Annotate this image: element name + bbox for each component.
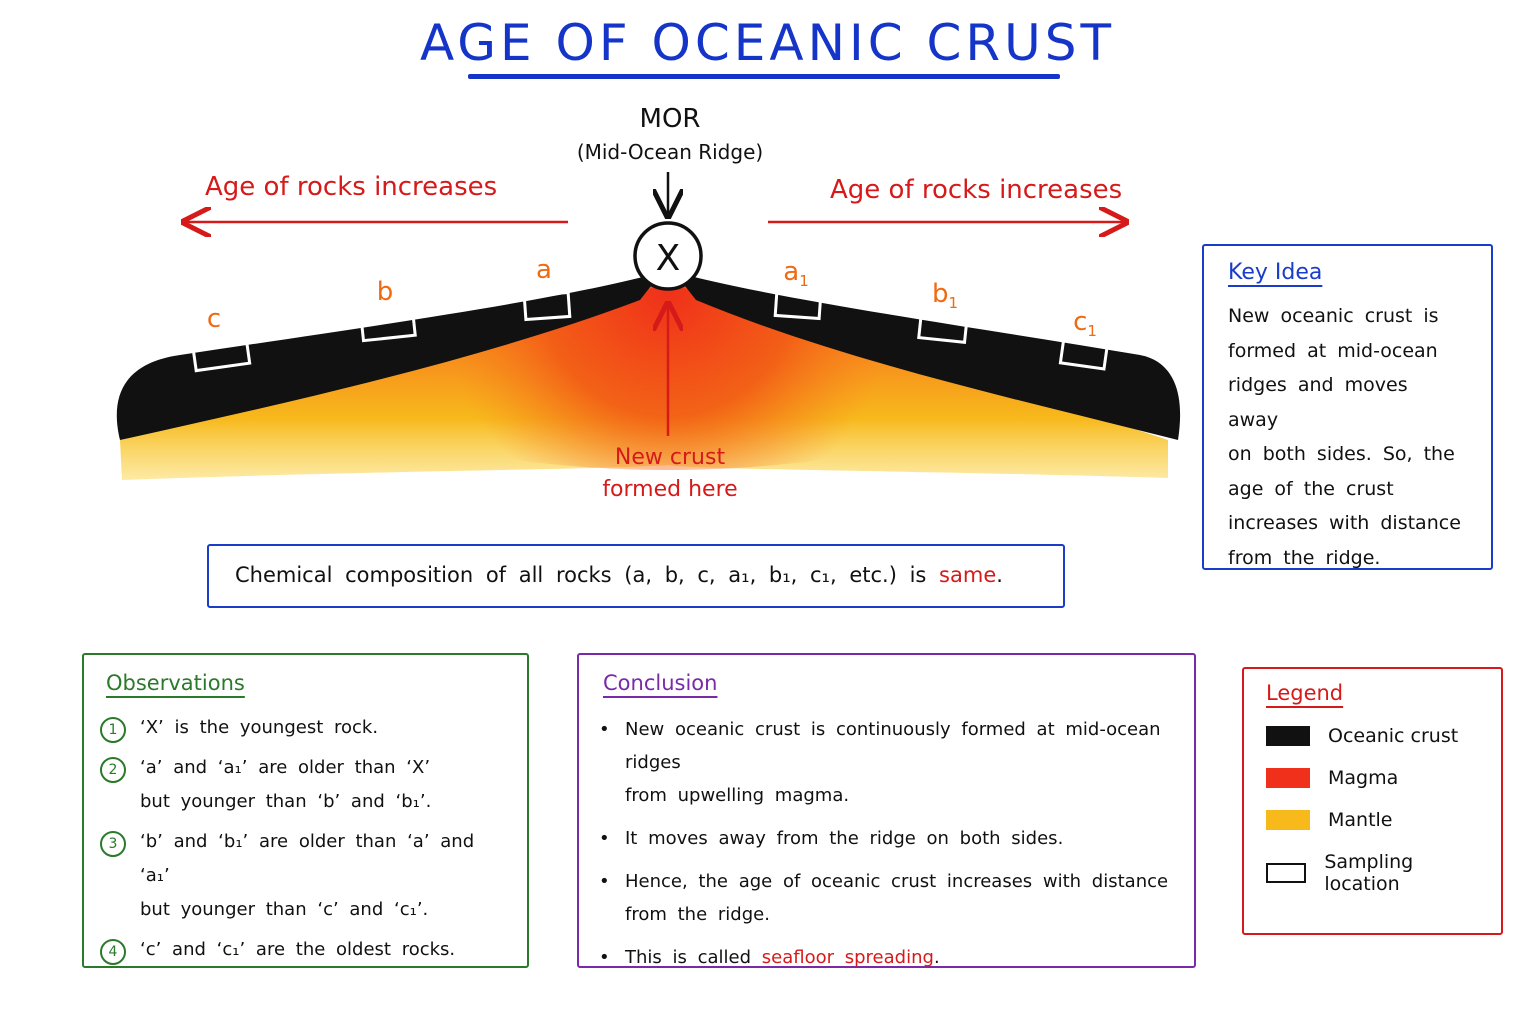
observation-number: 2	[100, 757, 126, 783]
mor-sublabel: (Mid-Ocean Ridge)	[576, 140, 764, 164]
conclusion-item: Hence, the age of oceanic crust increase…	[599, 865, 1170, 931]
observations-title: Observations	[106, 671, 245, 695]
observation-number: 4	[100, 939, 126, 965]
mor-label: MOR	[639, 104, 701, 134]
conclusion-box: Conclusion New oceanic crust is continuo…	[577, 653, 1196, 974]
key-idea-line: on both sides. So, the	[1228, 443, 1455, 465]
observation-number: 1	[100, 717, 126, 743]
legend-item-oceanic-crust: Oceanic crust	[1266, 725, 1479, 747]
observations-box: Observations 1 ‘X’ is the youngest rock.…	[82, 653, 529, 968]
legend-swatch	[1266, 863, 1307, 883]
observation-item: 3 ‘b’ and ‘b₁’ are older than ‘a’ and ‘a…	[100, 825, 505, 927]
observation-line: ‘X’ is the youngest rock.	[140, 717, 379, 738]
conclusion-item: New oceanic crust is continuously formed…	[599, 713, 1170, 812]
age-increases-right-label: Age of rocks increases	[830, 175, 1123, 205]
key-idea-line: formed at mid-ocean	[1228, 339, 1438, 362]
new-crust-line-2: formed here	[602, 477, 738, 502]
conclusion-line: from the ridge.	[625, 904, 770, 925]
observation-item: 2 ‘a’ and ‘a₁’ are older than ‘X’ but yo…	[100, 751, 505, 819]
title-underline	[468, 74, 1060, 79]
conclusion-line: New oceanic crust is continuously formed…	[625, 719, 1161, 773]
observation-item: 4 ‘c’ and ‘c₁’ are the oldest rocks.	[100, 933, 505, 967]
oceanic-crust-right	[674, 272, 1181, 440]
chemical-composition-emph: same	[939, 563, 997, 587]
observation-line: ‘b’ and ‘b₁’ are older than ‘a’ and ‘a₁’	[140, 831, 475, 886]
observations-list: 1 ‘X’ is the youngest rock. 2 ‘a’ and ‘a…	[100, 711, 505, 967]
sampling-location-b	[359, 307, 417, 343]
chemical-composition-text: Chemical composition of all rocks (a, b,…	[235, 563, 927, 587]
key-idea-box: Key Idea New oceanic crust is formed at …	[1202, 244, 1493, 570]
sampling-location-b1	[917, 310, 969, 344]
seafloor-spreading-term: seafloor spreading	[761, 947, 934, 968]
conclusion-line: from upwelling magma.	[625, 785, 850, 806]
legend-swatch	[1266, 768, 1310, 788]
sample-label-a1-sub: 1	[799, 272, 809, 290]
conclusion-item: It moves away from the ridge on both sid…	[599, 822, 1170, 855]
legend-box: Legend Oceanic crust Magma Mantle Sampli…	[1242, 667, 1503, 935]
chemical-composition-box: Chemical composition of all rocks (a, b,…	[207, 544, 1065, 608]
legend-item-mantle: Mantle	[1266, 809, 1479, 831]
sample-label-b: b	[377, 277, 394, 307]
magma-layer	[300, 282, 1040, 470]
sample-label-a1: a1	[783, 257, 808, 290]
sample-label-b1: b1	[932, 279, 958, 312]
sample-label-c: c	[207, 304, 221, 334]
page-title: AGE OF OCEANIC CRUST	[419, 14, 1116, 72]
legend-item-magma: Magma	[1266, 767, 1479, 789]
key-idea-line: from the ridge.	[1228, 546, 1381, 569]
ridge-diagram: X c b a a1 b1 c1	[116, 172, 1181, 480]
conclusion-last-prefix: This is called	[625, 947, 752, 968]
key-idea-line: increases with distance	[1228, 512, 1461, 534]
ridge-center-label: X	[656, 238, 681, 279]
new-crust-label: New crust formed here	[560, 442, 780, 506]
legend-label: Oceanic crust	[1328, 725, 1459, 747]
legend-item-sampling-location: Sampling location	[1266, 851, 1479, 895]
sampling-location-c1	[1058, 335, 1110, 371]
key-idea-text: New oceanic crust is formed at mid-ocean…	[1228, 299, 1467, 575]
sample-label-b1-sub: 1	[948, 294, 958, 312]
key-idea-line: ridges and moves away	[1228, 374, 1408, 431]
key-idea-line: age of the crust	[1228, 477, 1394, 500]
ridge-center-circle	[633, 221, 703, 291]
legend-label: Magma	[1328, 767, 1399, 789]
observation-number: 3	[100, 831, 126, 857]
key-idea-title: Key Idea	[1228, 260, 1323, 285]
sample-label-c1: c1	[1073, 307, 1097, 340]
sample-label-c1-sub: 1	[1087, 322, 1097, 340]
age-increases-left-label: Age of rocks increases	[205, 172, 498, 202]
chemical-composition-end: .	[996, 563, 1003, 587]
conclusion-list: New oceanic crust is continuously formed…	[599, 713, 1170, 974]
conclusion-title: Conclusion	[603, 671, 718, 695]
conclusion-item: This is called seafloor spreading.	[599, 941, 1170, 974]
sampling-location-c	[190, 334, 252, 373]
sample-label-a1-letter: a	[783, 257, 799, 287]
legend-title: Legend	[1266, 681, 1344, 705]
observation-line: ‘c’ and ‘c₁’ are the oldest rocks.	[140, 939, 456, 960]
sample-label-c1-letter: c	[1073, 307, 1087, 337]
conclusion-line: Hence, the age of oceanic crust increase…	[625, 871, 1169, 892]
sampling-location-a	[522, 290, 572, 322]
legend-label: Mantle	[1328, 809, 1393, 831]
key-idea-line: New oceanic crust is	[1228, 305, 1439, 327]
sampling-location-a1	[773, 289, 823, 321]
observation-item: 1 ‘X’ is the youngest rock.	[100, 711, 505, 745]
sample-label-a: a	[536, 255, 552, 285]
legend-swatch	[1266, 726, 1310, 746]
observation-line: ‘a’ and ‘a₁’ are older than ‘X’	[140, 757, 431, 778]
observation-line: but younger than ‘b’ and ‘b₁’.	[140, 791, 432, 812]
sample-label-b1-letter: b	[932, 279, 949, 309]
legend-label: Sampling location	[1324, 851, 1414, 895]
conclusion-line: It moves away from the ridge on both sid…	[625, 828, 1064, 849]
new-crust-line-1: New crust	[614, 445, 726, 470]
observation-line: but younger than ‘c’ and ‘c₁’.	[140, 899, 429, 920]
conclusion-last-end: .	[933, 947, 940, 968]
legend-swatch	[1266, 810, 1310, 830]
